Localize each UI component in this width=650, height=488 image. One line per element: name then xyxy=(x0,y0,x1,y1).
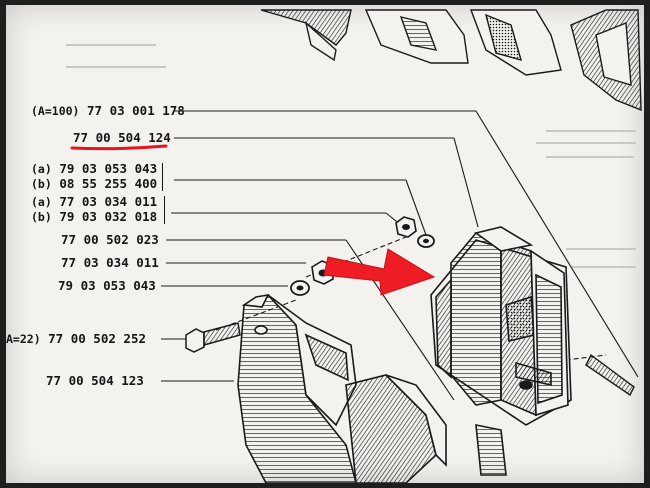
red-arrow-icon xyxy=(323,248,436,296)
bolt-icon xyxy=(185,322,241,353)
part-number-label: 77 00 504 123 xyxy=(46,373,144,388)
part-number-label: 77 00 502 023 xyxy=(61,232,159,247)
engine-mount-icon xyxy=(430,226,572,426)
part-number-label: (a) 77 03 034 011 xyxy=(31,194,158,210)
bracket-mark xyxy=(159,163,163,191)
part-number-label: A=22) 77 00 502 252 xyxy=(6,331,146,347)
part-number-label: 77 03 034 011 xyxy=(61,255,159,270)
part-number-label-highlighted: 77 00 504 124 xyxy=(73,130,171,145)
part-number-label: (b) 79 03 032 018 xyxy=(31,209,158,225)
mounting-bracket-icon xyxy=(237,293,507,483)
stud-icon xyxy=(585,353,635,397)
parts-catalog-page: (A=100) 77 03 001 178 77 00 504 124 (a) … xyxy=(6,5,644,483)
nut-icon xyxy=(395,216,417,238)
exploded-view-drawing xyxy=(66,9,642,483)
background-ghost-text xyxy=(66,44,636,268)
part-number-label: (b) 08 55 255 400 xyxy=(31,176,158,192)
part-number-label: 79 03 053 043 xyxy=(58,278,156,293)
top-parts-illustration xyxy=(260,9,642,112)
part-number-label: (a) 79 03 053 043 xyxy=(31,161,158,177)
bracket-mark xyxy=(161,196,165,224)
part-number-label: (A=100) 77 03 001 178 xyxy=(31,103,185,119)
washer-icon xyxy=(417,234,435,248)
highlight-underline xyxy=(70,144,168,151)
washer-icon xyxy=(290,280,310,296)
